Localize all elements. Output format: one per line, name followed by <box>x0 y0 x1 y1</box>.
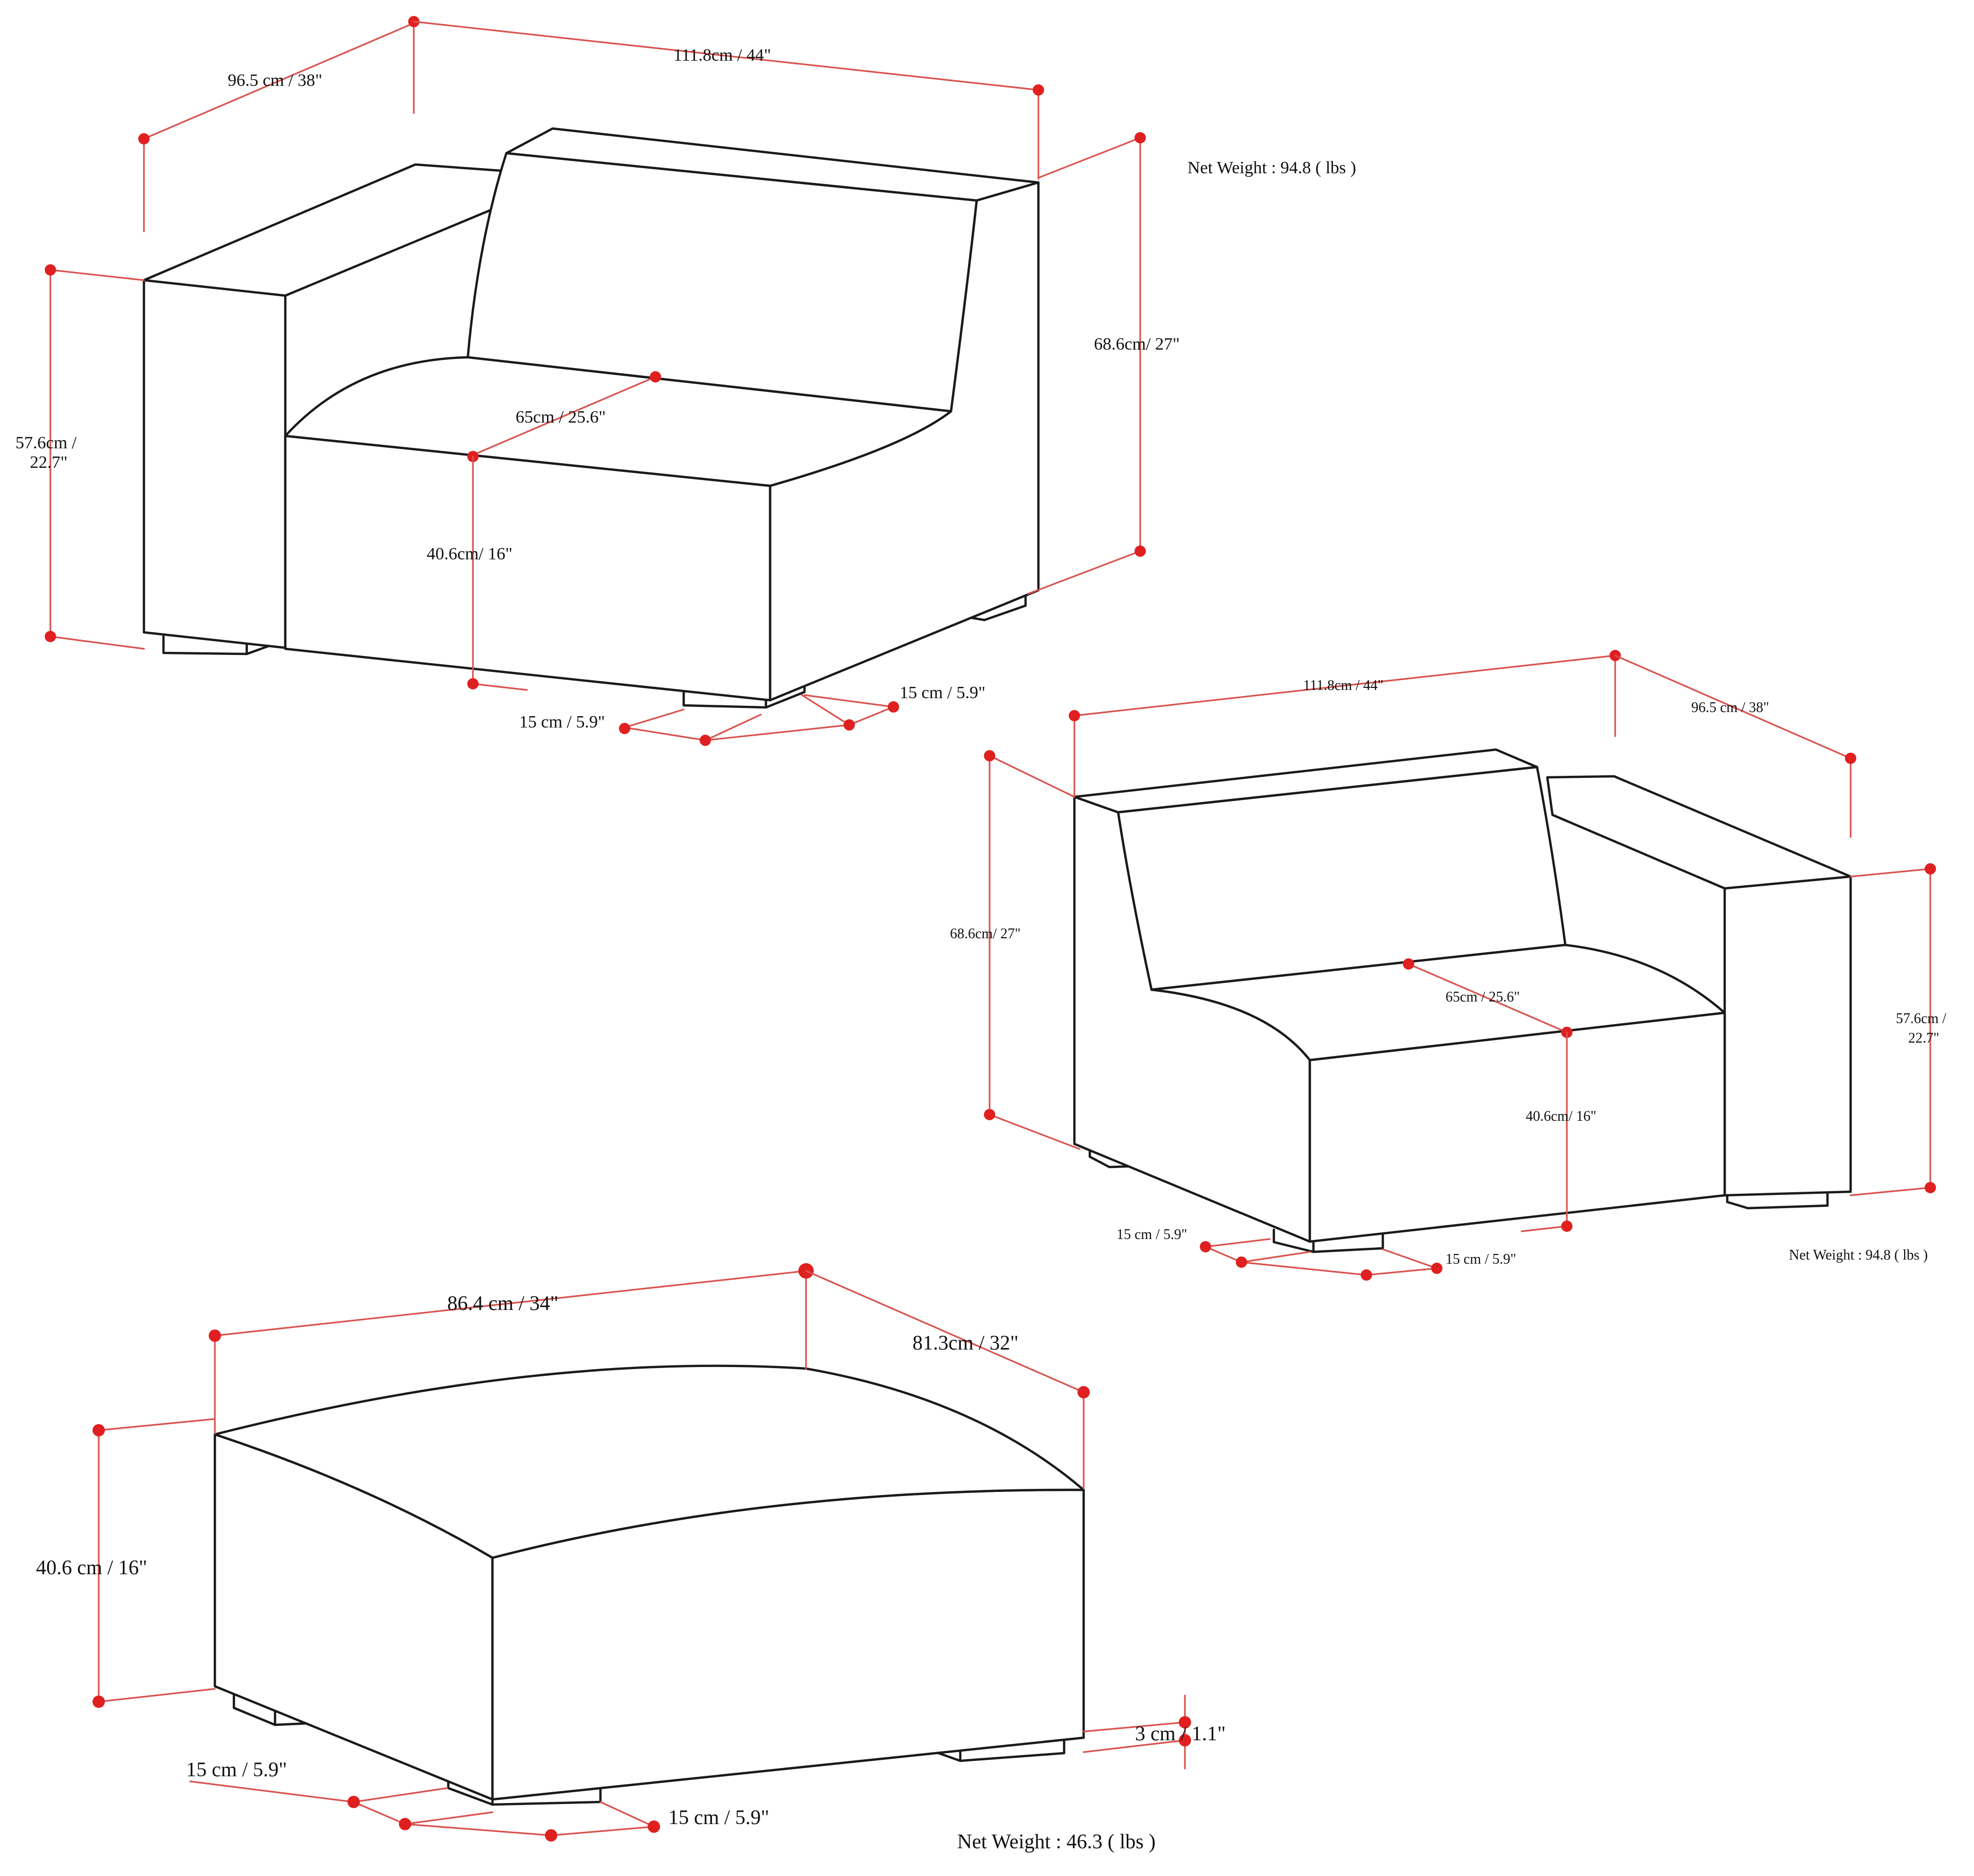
chair-left-seat-cushion <box>284 356 953 487</box>
ottoman-dimensions <box>93 1263 1191 1842</box>
ottoman-drawing <box>213 1364 1085 1806</box>
chair-left-width-label: 111.8cm / 44" <box>673 46 771 65</box>
chair-right-arm <box>1546 775 1852 1197</box>
chair-left-arm-height-line2: 22.7" <box>30 453 67 472</box>
ottoman-depth-label: 81.3cm / 32" <box>912 1331 1018 1354</box>
ottoman-leg-front-label: 15 cm / 5.9" <box>668 1806 769 1829</box>
chair-left-arm-height-line1: 57.6cm / <box>15 433 77 452</box>
chair-left-seat-depth-label: 65cm / 25.6" <box>516 408 606 427</box>
ottoman-top-cushion <box>213 1364 1085 1559</box>
chair-right-dimensions <box>984 650 1936 1281</box>
chair-left-dimensions <box>45 16 1146 746</box>
chair-right-arm-height-line2: 22.7" <box>1908 1030 1939 1046</box>
chair-right-leg-front-label: 15 cm / 5.9" <box>1117 1227 1187 1243</box>
ottoman-net-weight: Net Weight : 46.3 ( lbs ) <box>957 1830 1156 1853</box>
ottoman-leg-side-label: 15 cm / 5.9" <box>186 1758 287 1781</box>
chair-right-leg-side-label: 15 cm / 5.9" <box>1446 1251 1516 1267</box>
chair-right-height-label: 68.6cm/ 27" <box>950 926 1020 942</box>
chair-left-leg-front-label: 15 cm / 5.9" <box>519 713 605 732</box>
chair-right-depth-label: 96.5 cm / 38" <box>1691 700 1769 716</box>
chair-right-seat-height-label: 40.6cm/ 16" <box>1526 1108 1596 1124</box>
chair-left-labels: 96.5 cm / 38" 111.8cm / 44" Net Weight :… <box>15 46 1356 732</box>
ottoman-labels: 86.4 cm / 34" 81.3cm / 32" 40.6 cm / 16"… <box>36 1291 1226 1853</box>
chair-left-leg-side-label: 15 cm / 5.9" <box>900 683 985 702</box>
chair-right-net-weight: Net Weight : 94.8 ( lbs ) <box>1789 1247 1928 1263</box>
chair-left-arm <box>142 163 503 649</box>
chair-right-seat-depth-label: 65cm / 25.6" <box>1446 989 1520 1005</box>
ottoman-width-label: 86.4 cm / 34" <box>447 1291 558 1315</box>
chair-right-front-panel <box>1308 1011 1726 1243</box>
chair-right-labels: 111.8cm / 44" 96.5 cm / 38" 68.6cm/ 27" … <box>950 678 1946 1267</box>
ottoman-height-label: 40.6 cm / 16" <box>36 1556 147 1579</box>
ottoman-clearance-label: 3 cm / 1.1" <box>1135 1722 1226 1745</box>
chair-left-front-panel <box>284 434 772 702</box>
chair-right-arm-height-line1: 57.6cm / <box>1896 1011 1946 1027</box>
chair-right-width-label: 111.8cm / 44" <box>1303 678 1383 694</box>
chair-left-depth-label: 96.5 cm / 38" <box>228 71 322 90</box>
chair-left-net-weight: Net Weight : 94.8 ( lbs ) <box>1187 158 1356 177</box>
chair-left-height-label: 68.6cm/ 27" <box>1094 335 1180 354</box>
chair-left-drawing <box>142 127 1040 709</box>
chair-left-seat-height-label: 40.6cm/ 16" <box>427 544 513 563</box>
chair-right-drawing <box>1073 748 1852 1253</box>
